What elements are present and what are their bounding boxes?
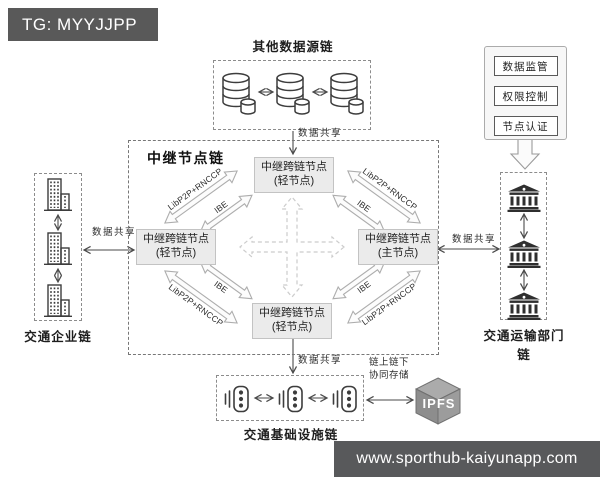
relay-node-right: 中继跨链节点 (主节点) (358, 229, 438, 265)
storage-mode-line2: 协同存储 (368, 369, 409, 381)
data-share-label-top: 数据共享 (298, 128, 343, 139)
enterprise-chain-title: 交通企业链 (24, 330, 92, 344)
data-share-label-bottom: 数据共享 (298, 355, 343, 366)
dashed-cross-arrow (239, 196, 345, 298)
governance-item-data-supervision: 数据监管 (493, 56, 558, 76)
data-share-label-left: 数据共享 (92, 227, 137, 238)
infrastructure-chain-title: 交通基础设施链 (243, 428, 339, 442)
relay-node-sublabel: (轻节点) (273, 175, 315, 187)
other-source-chain-box (213, 60, 371, 130)
department-chain-title: 交通运输部门链 (483, 329, 565, 362)
governance-panel: 数据监管 权限控制 节点认证 (484, 46, 567, 140)
database-icon (329, 70, 365, 116)
building-icon (43, 232, 73, 266)
data-share-label-right: 数据共享 (452, 234, 497, 245)
traffic-light-icon (330, 384, 360, 414)
traffic-light-icon (222, 384, 252, 414)
building-icon (43, 178, 73, 212)
bank-icon (507, 292, 541, 320)
database-icon (221, 70, 257, 116)
relay-node-label: 中继跨链节点 (143, 233, 209, 246)
relay-node-label: 中继跨链节点 (365, 233, 431, 246)
relay-chain-title: 中继节点链 (147, 150, 225, 166)
ipfs-cube-icon (415, 377, 461, 425)
traffic-light-icon (276, 384, 306, 414)
data-share-connectors (53, 87, 529, 405)
relay-node-bottom: 中继跨链节点 (轻节点) (252, 303, 332, 339)
storage-mode-line1: 链上链下 (368, 357, 409, 368)
enterprise-chain-box (34, 173, 82, 321)
relay-node-left: 中继跨链节点 (轻节点) (136, 229, 216, 265)
storage-mode-label: 链上链下 协同存储 (363, 357, 415, 383)
relay-node-label: 中继跨链节点 (261, 161, 327, 174)
relay-node-label: 中继跨链节点 (259, 307, 325, 320)
bank-icon (507, 184, 541, 212)
ipfs-label: IPFS (422, 396, 456, 411)
relay-node-sublabel: (轻节点) (271, 321, 313, 333)
relay-node-top: 中继跨链节点 (轻节点) (254, 157, 334, 193)
governance-down-arrow (509, 138, 541, 170)
website-watermark-bar: www.sporthub-kaiyunapp.com (334, 441, 600, 477)
relay-node-sublabel: (轻节点) (155, 247, 197, 259)
relay-chain-box (128, 140, 439, 355)
governance-item-node-authentication: 节点认证 (493, 116, 558, 136)
database-icon (275, 70, 311, 116)
other-source-chain-title: 其他数据源链 (252, 40, 334, 54)
governance-item-permission-control: 权限控制 (493, 86, 558, 106)
bank-icon (507, 240, 541, 268)
building-icon (43, 284, 73, 318)
telegram-watermark-badge: TG: MYYJJPP (8, 8, 158, 41)
relay-node-sublabel: (主节点) (377, 247, 419, 259)
infrastructure-chain-box (216, 375, 364, 421)
